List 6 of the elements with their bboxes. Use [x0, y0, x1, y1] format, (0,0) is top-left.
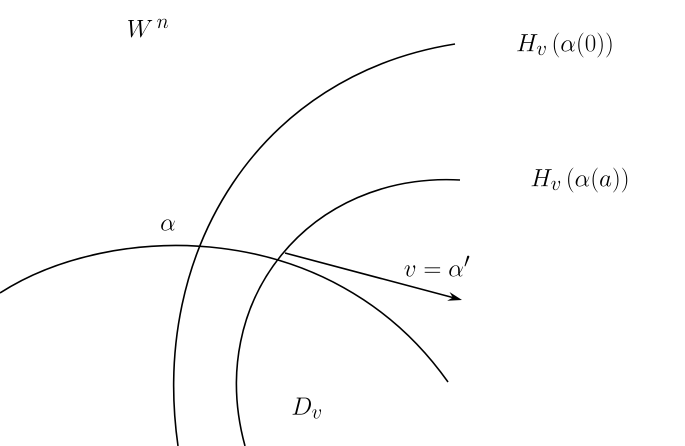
math-label: $H_{v}\,(\alpha(0))$	[517, 32, 612, 58]
math-label: $D_{v}$	[292, 398, 322, 419]
math-label: $v=\alpha'$	[404, 256, 470, 277]
math-label: $H_{v}\,(\alpha(a))$	[532, 168, 628, 192]
math-label: $\alpha$	[161, 219, 175, 231]
math-label: $W^{\,n}$	[128, 18, 168, 38]
